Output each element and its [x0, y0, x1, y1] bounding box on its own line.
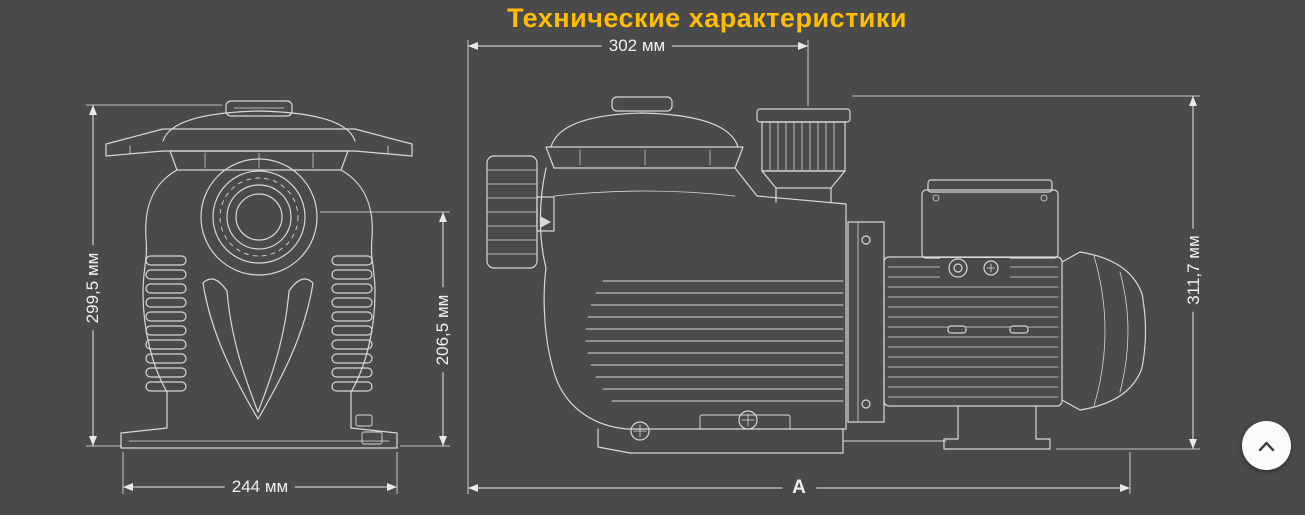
dimension-label-244: 244 мм [224, 477, 296, 497]
page-title: Технические характеристики [506, 3, 908, 33]
scroll-to-top-button[interactable] [1242, 421, 1291, 470]
dimension-label-206-5: 206,5 мм [433, 287, 453, 373]
dimension-label-302: 302 мм [601, 36, 673, 56]
front-view-drawing [105, 100, 413, 449]
chevron-up-icon [1258, 441, 1275, 451]
dimension-label-311-7: 311,7 мм [1184, 228, 1204, 312]
side-view-drawing [486, 96, 1147, 454]
dimension-label-length-A: А [782, 477, 816, 499]
dimension-label-299-5: 299,5 мм [83, 245, 103, 331]
